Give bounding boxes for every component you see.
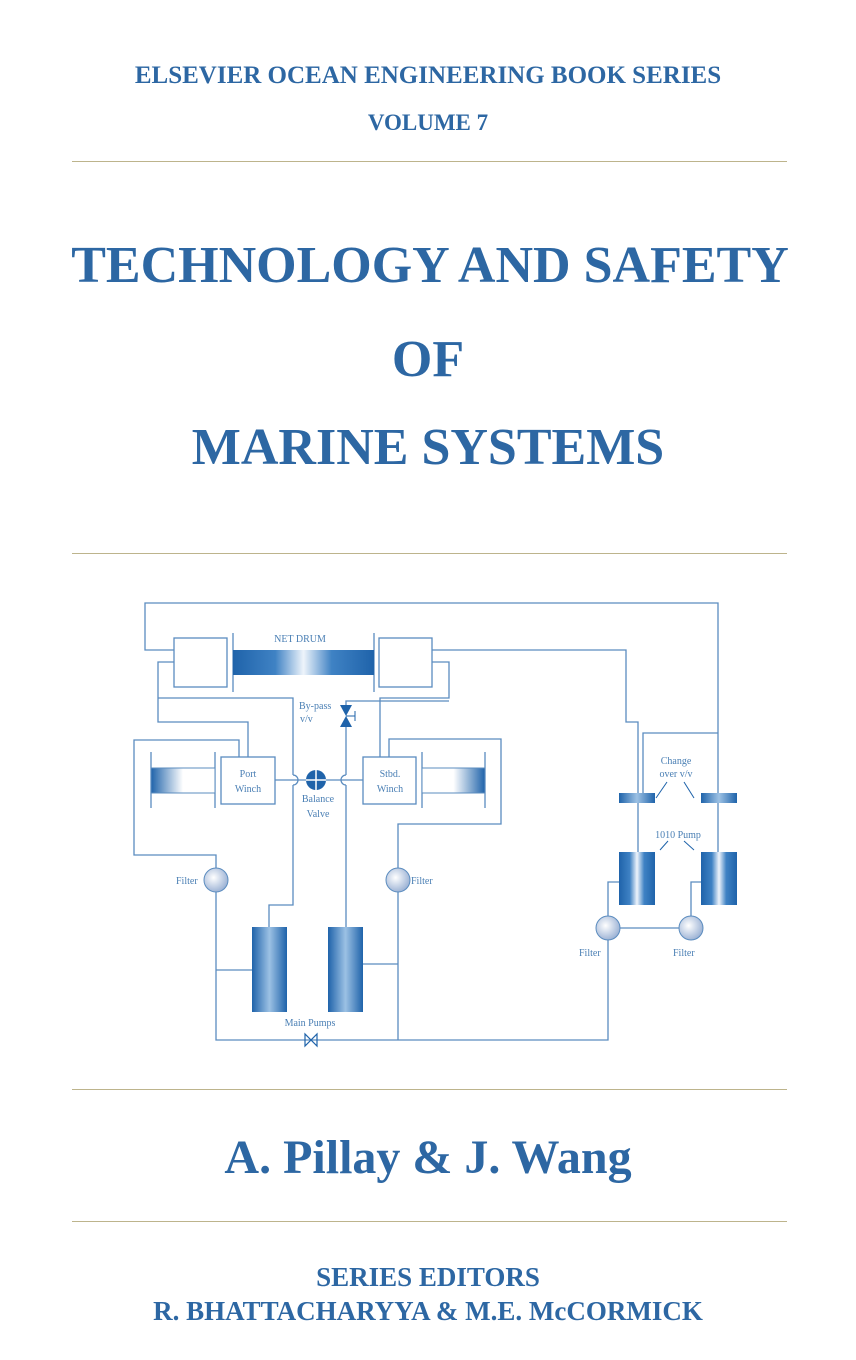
port-winch-box <box>220 756 276 805</box>
divider <box>72 161 787 162</box>
gate-valve-icon <box>304 1032 318 1048</box>
port-winch-label: Port <box>240 769 257 780</box>
series-editors-heading: SERIES EDITORS <box>316 1262 540 1292</box>
title-line-1: TECHNOLOGY AND SAFETY <box>71 237 789 294</box>
filter-icon <box>595 915 621 941</box>
main-pumps-label: Main Pumps <box>285 1018 336 1029</box>
filter-label: Filter <box>411 876 433 887</box>
balance-valve-label: Balance <box>302 794 335 805</box>
filter-label: Filter <box>176 876 198 887</box>
volume-number: VOLUME 7 <box>367 110 489 135</box>
changeover-valve <box>619 793 655 803</box>
filter-icon <box>203 867 229 893</box>
pump-1010 <box>619 852 655 905</box>
bypass-label: v/v <box>300 714 313 725</box>
pipe <box>144 602 719 793</box>
authors: A. Pillay & J. Wang <box>224 1131 632 1184</box>
pump-1010 <box>701 852 737 905</box>
bypass-valve-icon <box>340 705 356 727</box>
pump-1010-label: 1010 Pump <box>655 830 701 841</box>
series-editors-names: R. BHATTACHARYYA & M.E. McCORMICK <box>153 1296 703 1326</box>
arrow-icons <box>655 781 695 851</box>
main-pump <box>328 927 363 1012</box>
divider <box>72 553 787 554</box>
filter-label: Filter <box>579 948 601 959</box>
changeover-valve <box>701 793 737 803</box>
right-drum-motor <box>378 637 433 688</box>
divider <box>72 1221 787 1222</box>
net-drum-label: NET DRUM <box>274 634 326 645</box>
title-line-3: MARINE SYSTEMS <box>191 419 665 476</box>
bypass-label: By-pass <box>299 701 331 712</box>
filter-icon <box>385 867 411 893</box>
balance-valve-label: Valve <box>307 809 330 820</box>
stbd-winch-label: Stbd. <box>380 769 401 780</box>
net-drum <box>233 650 374 675</box>
balance-valve-icon <box>306 770 326 790</box>
port-winch-label: Winch <box>235 784 261 795</box>
filter-icon <box>678 915 704 941</box>
stbd-winch-box <box>362 756 417 805</box>
stbd-winch-drum <box>421 767 486 794</box>
filter-label: Filter <box>673 948 695 959</box>
series-name: ELSEVIER OCEAN ENGINEERING BOOK SERIES <box>134 62 722 89</box>
divider <box>72 1089 787 1090</box>
changeover-label: over v/v <box>659 769 692 780</box>
main-pump <box>252 927 287 1012</box>
left-drum-motor <box>173 637 228 688</box>
changeover-label: Change <box>661 756 692 767</box>
pipe <box>642 732 718 793</box>
pipe <box>432 649 639 793</box>
title-line-2: OF <box>391 331 465 388</box>
stbd-winch-label: Winch <box>377 784 403 795</box>
port-winch-drum <box>150 767 216 794</box>
